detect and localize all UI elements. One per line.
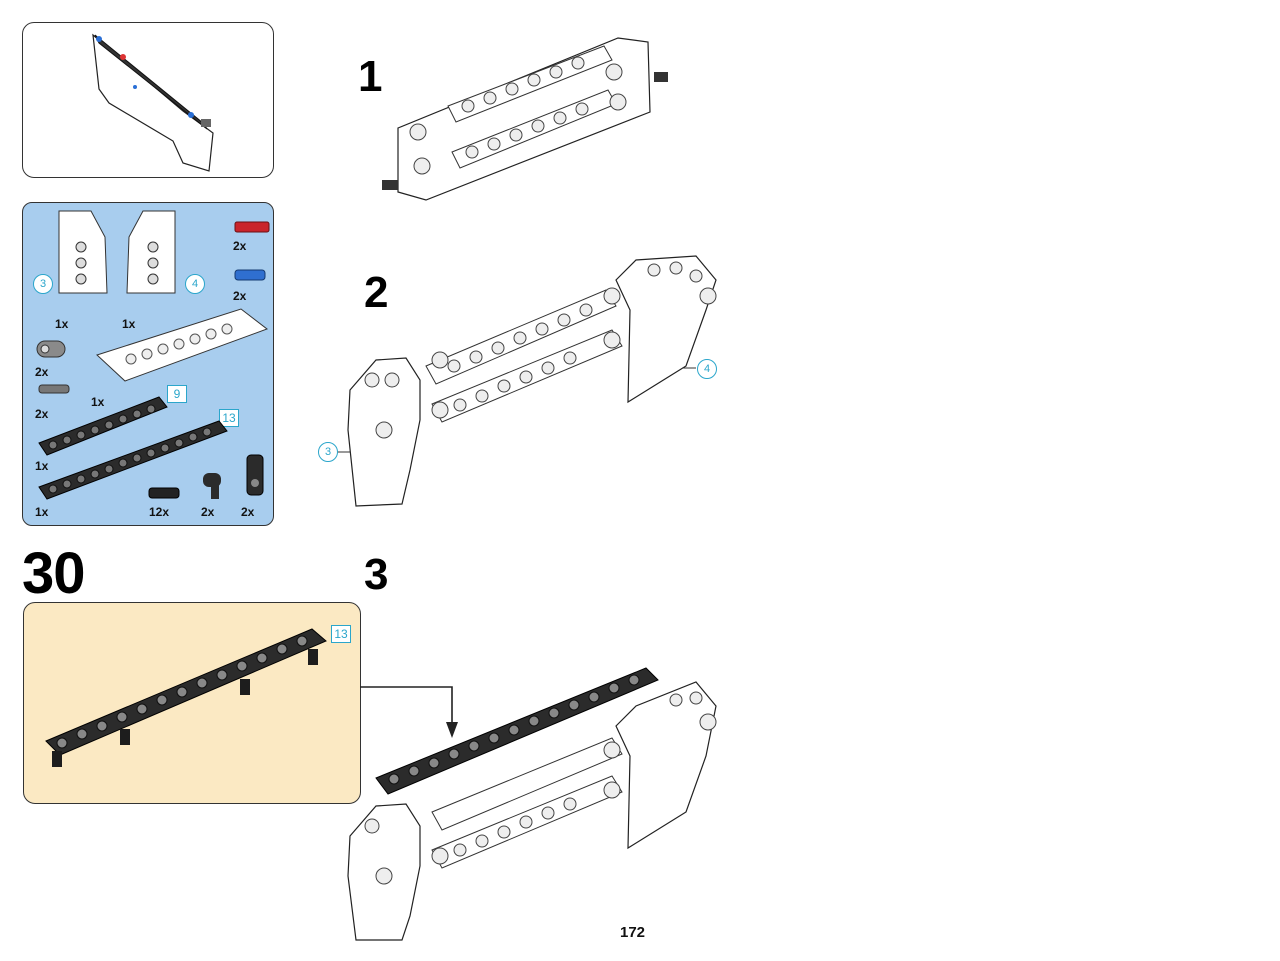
sub-step-3-number: 3 <box>364 550 389 599</box>
qty-red-pin: 2x <box>233 239 247 253</box>
gray-axle-pin-part <box>38 384 70 394</box>
red-pin-part <box>234 221 270 233</box>
panel-right-part <box>126 210 176 294</box>
qty-black-cross-block: 2x <box>241 505 255 519</box>
white-beam-part <box>96 308 269 382</box>
black-friction-pin-part <box>148 487 180 499</box>
blue-pin-part <box>234 269 266 281</box>
sub-step-2-number: 2 <box>364 268 389 317</box>
assembly-arrow <box>360 686 458 738</box>
callout-part-3: 3 <box>33 274 53 294</box>
black-beam-9-part <box>38 396 168 456</box>
preview-model-image <box>92 33 214 172</box>
sub-step-1-image <box>382 37 668 201</box>
callout-subassembly-beam-13: 13 <box>331 625 351 643</box>
step2-callout-4: 4 <box>697 359 717 379</box>
subassembly-beam-image <box>45 628 327 767</box>
main-step-number: 30 <box>22 541 86 606</box>
qty-gray-axle-pin: 2x <box>35 407 49 421</box>
sub-step-3-image <box>347 667 717 941</box>
callout-beam-9: 9 <box>167 385 187 403</box>
callout-part-4: 4 <box>185 274 205 294</box>
subassembly-panel: 13 <box>23 602 361 804</box>
step2-callout-3: 3 <box>318 442 338 462</box>
qty-gray-connector: 2x <box>35 365 49 379</box>
qty-black-beam-13: 1x <box>35 505 49 519</box>
black-cross-block-part <box>246 454 264 496</box>
qty-black-friction-pin: 12x <box>149 505 170 519</box>
panel-left-part <box>58 210 108 294</box>
qty-panel-left: 1x <box>55 317 69 331</box>
qty-black-angle-connector: 2x <box>201 505 215 519</box>
callout-beam-13: 13 <box>219 409 239 427</box>
black-angle-connector-part <box>203 473 221 499</box>
black-beam-13-part <box>38 420 228 500</box>
sub-step-1-number: 1 <box>358 52 383 101</box>
qty-white-beam: 1x <box>91 395 105 409</box>
page-number: 172 <box>620 924 646 941</box>
parts-list-panel: 3 1x 4 1x 2x 2x 2x 2x 1x 9 1x 1 <box>22 202 274 526</box>
qty-panel-right: 1x <box>122 317 136 331</box>
sub-step-2-image <box>330 255 717 507</box>
qty-black-beam-9: 1x <box>35 459 49 473</box>
qty-blue-pin: 2x <box>233 289 247 303</box>
model-preview-panel <box>22 22 274 178</box>
gray-connector-part <box>36 340 66 358</box>
